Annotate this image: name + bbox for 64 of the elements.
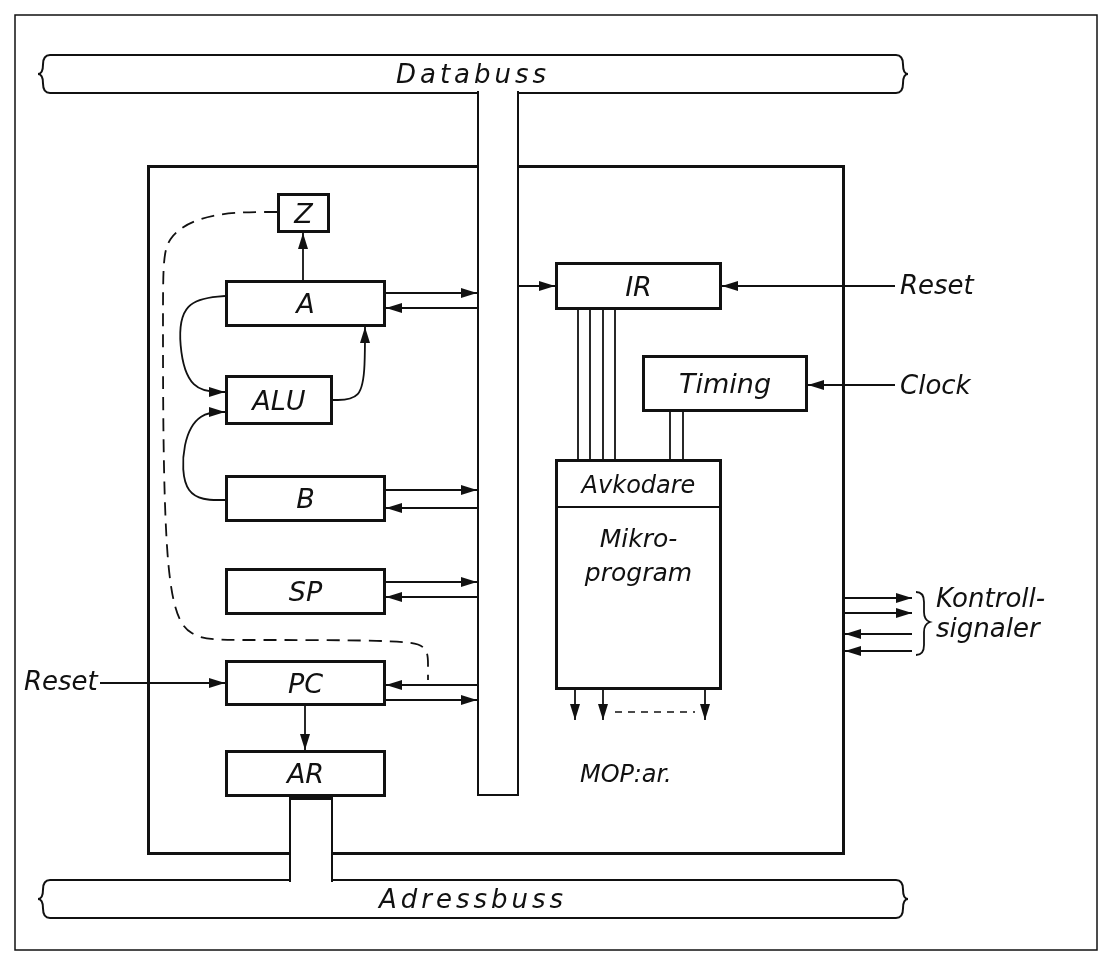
arrow bbox=[598, 689, 608, 721]
signal-line bbox=[577, 309, 579, 460]
arrow bbox=[182, 407, 226, 501]
alu-box bbox=[225, 375, 333, 425]
arrow bbox=[385, 288, 478, 298]
data-bus-band bbox=[38, 55, 908, 93]
signal-line bbox=[614, 309, 616, 460]
timing-box bbox=[642, 355, 808, 412]
register-label: PC bbox=[287, 667, 324, 699]
signal-line bbox=[669, 411, 671, 460]
processor-frame bbox=[147, 165, 845, 855]
arrow bbox=[385, 485, 478, 495]
bus-channel bbox=[289, 797, 333, 882]
arrow bbox=[385, 680, 478, 690]
arrow bbox=[298, 232, 308, 281]
signal-line bbox=[682, 411, 684, 460]
arrow bbox=[300, 705, 310, 751]
bus-label: Adressbuss bbox=[378, 884, 568, 914]
register-box bbox=[225, 280, 386, 327]
arrow bbox=[385, 577, 478, 587]
arrow bbox=[179, 295, 226, 397]
arrow bbox=[721, 281, 896, 291]
register-label: ALU bbox=[252, 384, 306, 416]
arrow bbox=[385, 303, 478, 313]
arrow bbox=[844, 646, 913, 656]
arrow bbox=[518, 281, 556, 291]
register-label: Timing bbox=[678, 368, 772, 399]
unit-label: Mikro- program bbox=[583, 523, 694, 589]
register-box bbox=[277, 193, 330, 233]
address-bus-band bbox=[38, 880, 908, 918]
register-label: Z bbox=[294, 197, 313, 229]
arrow bbox=[700, 689, 710, 721]
signal-label: Reset bbox=[24, 664, 100, 698]
register-label: B bbox=[296, 483, 315, 514]
arrow bbox=[385, 695, 478, 705]
signal-group-label: Kontroll- signaler bbox=[936, 580, 1066, 646]
arrow bbox=[570, 689, 580, 721]
internal-bus-bar bbox=[477, 91, 519, 796]
register-box bbox=[225, 750, 386, 797]
arrow bbox=[807, 380, 896, 390]
arrow bbox=[844, 629, 913, 639]
arrow bbox=[99, 678, 226, 688]
output-label: MOP:ar. bbox=[580, 760, 673, 789]
register-box bbox=[225, 568, 386, 615]
arrow bbox=[385, 503, 478, 513]
bus-label: Databuss bbox=[395, 59, 551, 89]
arrow bbox=[385, 592, 478, 602]
decoder-box bbox=[555, 459, 722, 690]
signal-line bbox=[602, 309, 604, 460]
register-label: AR bbox=[286, 758, 325, 789]
register-box bbox=[555, 262, 722, 310]
register-label: A bbox=[296, 288, 315, 319]
unit-heading: Avkodare bbox=[558, 462, 719, 508]
register-label: IR bbox=[625, 270, 652, 302]
register-box bbox=[225, 660, 386, 706]
signal-label: Reset bbox=[900, 268, 990, 302]
signal-label: Clock bbox=[900, 368, 990, 402]
register-label: SP bbox=[288, 576, 323, 607]
arrow bbox=[332, 326, 370, 401]
signal-line bbox=[589, 309, 591, 460]
arrow bbox=[844, 593, 913, 603]
dashed-control-line bbox=[162, 211, 429, 681]
arrow bbox=[844, 608, 913, 618]
register-box bbox=[225, 475, 386, 522]
